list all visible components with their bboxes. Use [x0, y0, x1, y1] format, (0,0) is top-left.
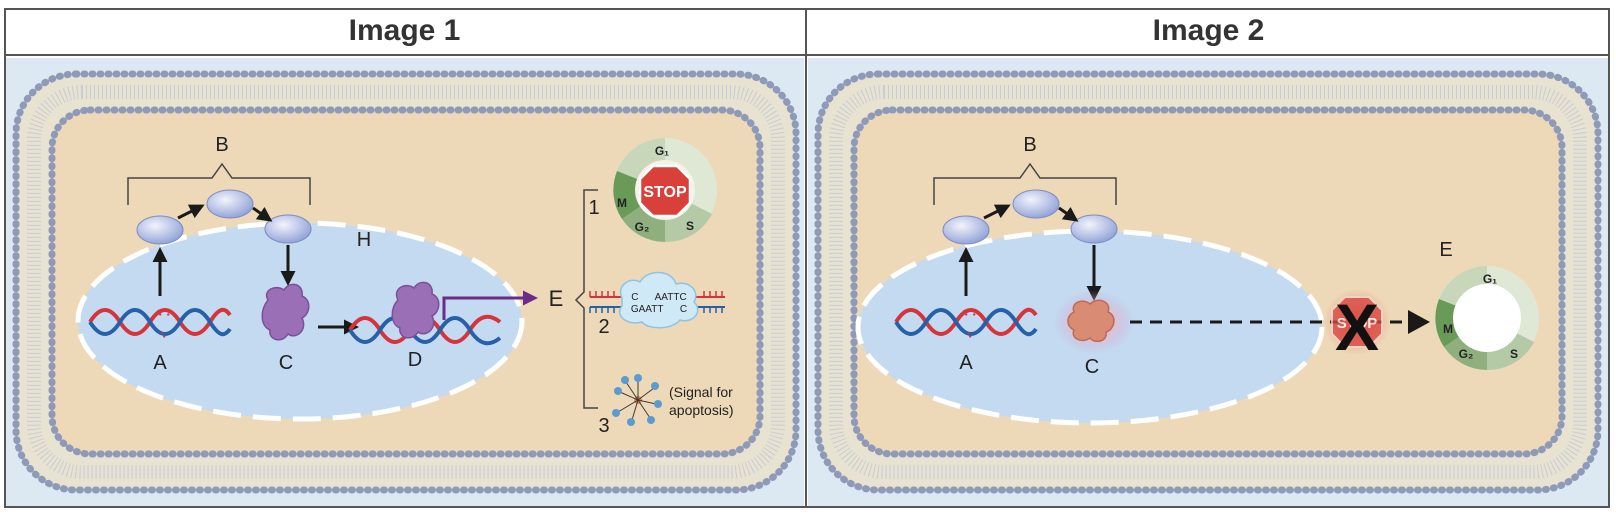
label-b: B	[215, 134, 228, 156]
phase-g2-2: G₂	[1459, 347, 1474, 361]
protein-c	[261, 283, 310, 341]
outcomes-brace	[574, 189, 598, 409]
signal-protein-3-2	[1070, 214, 1118, 244]
signal-protein-1	[136, 215, 184, 245]
signal-protein-2	[206, 189, 254, 219]
signal-protein-2-2	[1012, 189, 1060, 219]
stop-sign-text-1: STOP	[643, 184, 687, 201]
membrane-tails-2	[829, 85, 1587, 479]
signal-protein-1-2	[942, 215, 990, 245]
stop-sign-text-2: STOP	[1337, 315, 1378, 332]
stop-sign-2: STOP	[1331, 296, 1383, 348]
membrane-tails	[27, 85, 785, 479]
label-b-2: B	[1023, 134, 1036, 156]
transcription-arrow	[442, 290, 538, 320]
arrow-b1-b2-2	[983, 204, 1011, 220]
label-h: H	[357, 229, 371, 251]
label-d: D	[408, 349, 422, 371]
label-c-2: C	[1085, 356, 1099, 378]
bracket-b-2	[933, 162, 1117, 205]
dna-repair: C AATTC GAATT C	[589, 271, 725, 329]
membrane-heads-outer-2	[814, 70, 1602, 494]
label-e: E	[549, 286, 564, 311]
phase-g1-2: G₁	[1483, 272, 1497, 286]
dna-repair-top-seq: C AATTC	[631, 292, 686, 303]
panel-2-diagram: B A C STOP X E	[808, 58, 1608, 506]
panel-1-diagram: B A H C D	[6, 58, 804, 506]
bracket-b	[127, 162, 311, 205]
apoptosis-signal-icon	[612, 374, 662, 426]
apoptosis-text-1: (Signal for	[669, 384, 733, 400]
membrane-heads-outer	[12, 70, 800, 494]
membrane-heads-inner	[48, 106, 764, 458]
protein-d-bound	[391, 281, 440, 339]
phase-g2-1: G₂	[635, 220, 650, 234]
phase-s-1: S	[686, 219, 694, 233]
apoptosis-text-2: apoptosis)	[669, 402, 734, 418]
arrow-b1-b2	[177, 204, 205, 220]
label-c: C	[279, 352, 293, 374]
blocked-x-mark: X	[1335, 290, 1379, 364]
figure-frame	[4, 8, 1610, 508]
phase-g1-1: G₁	[655, 144, 669, 158]
arrow-b2-b3	[252, 206, 273, 222]
membrane-heads-inner-2	[850, 106, 1566, 458]
blocked-pathway-arrowhead	[1408, 310, 1430, 334]
protein-c-mutant	[1067, 299, 1115, 343]
cell-cycle-running: G₁ S G₂ M	[1435, 266, 1539, 371]
panel-divider	[805, 8, 807, 508]
panel-2-title: Image 2	[807, 8, 1610, 56]
phase-m-1: M	[617, 196, 627, 210]
phase-m-2: M	[1443, 322, 1453, 336]
signal-protein-3	[264, 214, 312, 244]
outcome-3-number: 3	[598, 415, 609, 437]
cell-cycle-arrest: STOP G₁ S G₂ M	[613, 138, 717, 243]
arrow-b2-b3-2	[1058, 206, 1079, 222]
label-a: A	[153, 352, 167, 374]
outcome-1-number: 1	[588, 197, 599, 219]
label-a-2: A	[959, 352, 973, 374]
dna-a-2	[894, 307, 1038, 339]
panel-1-title: Image 1	[4, 8, 805, 56]
dna-a	[88, 307, 232, 339]
outcome-2-number: 2	[598, 316, 609, 338]
dna-repair-bottom-seq: GAATT C	[631, 304, 687, 315]
label-e-2: E	[1439, 239, 1452, 261]
phase-s-2: S	[1510, 347, 1518, 361]
